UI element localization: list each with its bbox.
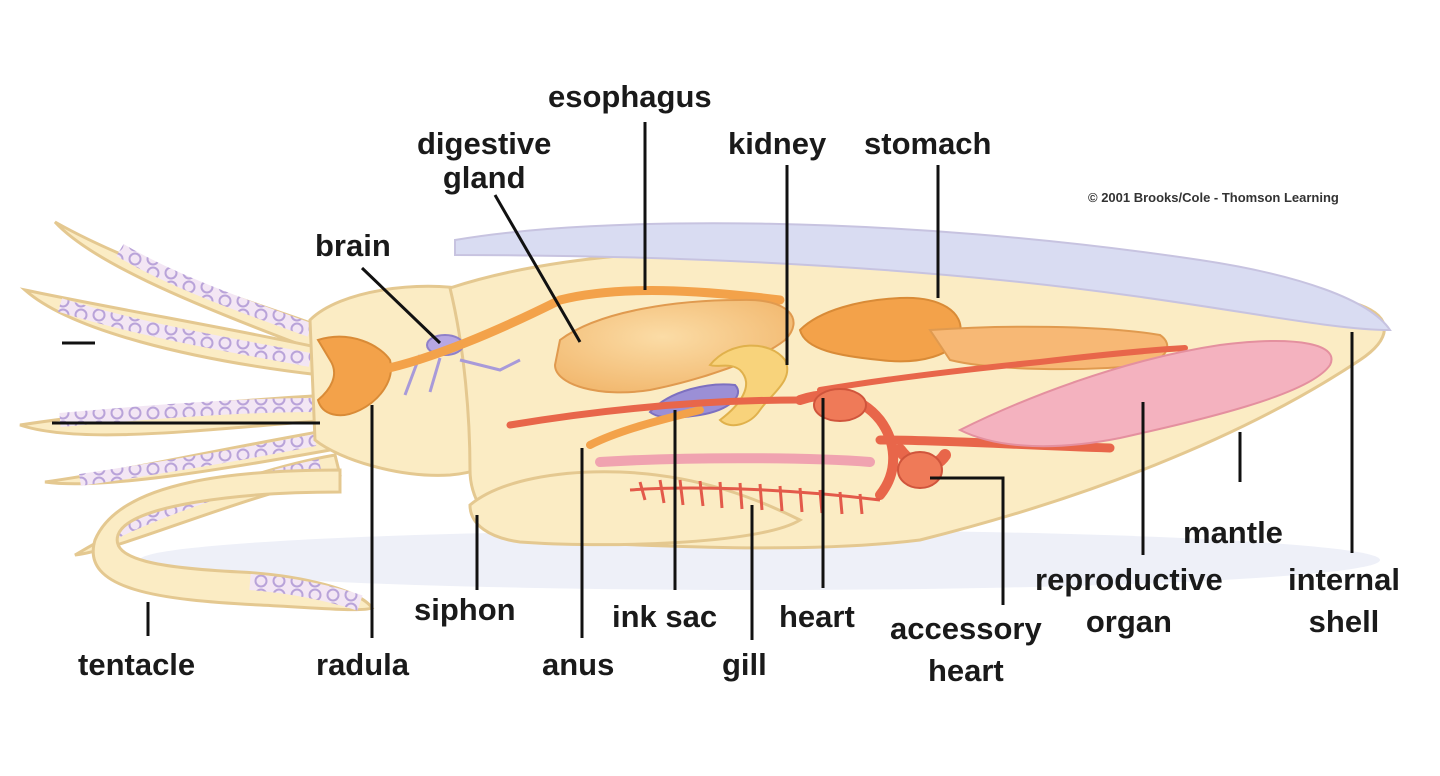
ground-shadow	[140, 530, 1380, 590]
copyright-credit: © 2001 Brooks/Cole - Thomson Learning	[1088, 190, 1339, 205]
label-ink-sac: ink sac	[612, 599, 718, 634]
leader-lines	[52, 122, 1354, 640]
kidney-shape	[708, 344, 789, 427]
heart-shape	[813, 388, 867, 422]
label-esophagus: esophagus	[548, 79, 712, 114]
siphon-shape	[468, 470, 804, 547]
leader-brain	[360, 266, 442, 345]
esophagus-tube	[375, 286, 785, 375]
label-stomach: stomach	[864, 126, 992, 161]
digestive-gland-shape	[553, 298, 795, 394]
leader-digestive-gland	[493, 194, 582, 343]
label-brain: brain	[315, 228, 391, 263]
label-siphon: siphon	[414, 592, 516, 627]
label-heart: heart	[779, 599, 855, 634]
label-radula: radula	[316, 647, 410, 682]
buccal-mass	[316, 335, 392, 417]
reproductive-organ-shape	[957, 340, 1333, 448]
label-anus: anus	[542, 647, 615, 682]
internal-shell-shape	[454, 222, 1392, 332]
label-gill: gill	[722, 647, 767, 682]
accessory-heart-shape	[897, 451, 943, 489]
label-tentacle: tentacle	[78, 647, 196, 682]
leader-accessory-heart	[930, 476, 1005, 605]
label-kidney: kidney	[728, 126, 827, 161]
label-mantle: mantle	[1183, 515, 1283, 550]
gill-shape	[629, 479, 881, 515]
